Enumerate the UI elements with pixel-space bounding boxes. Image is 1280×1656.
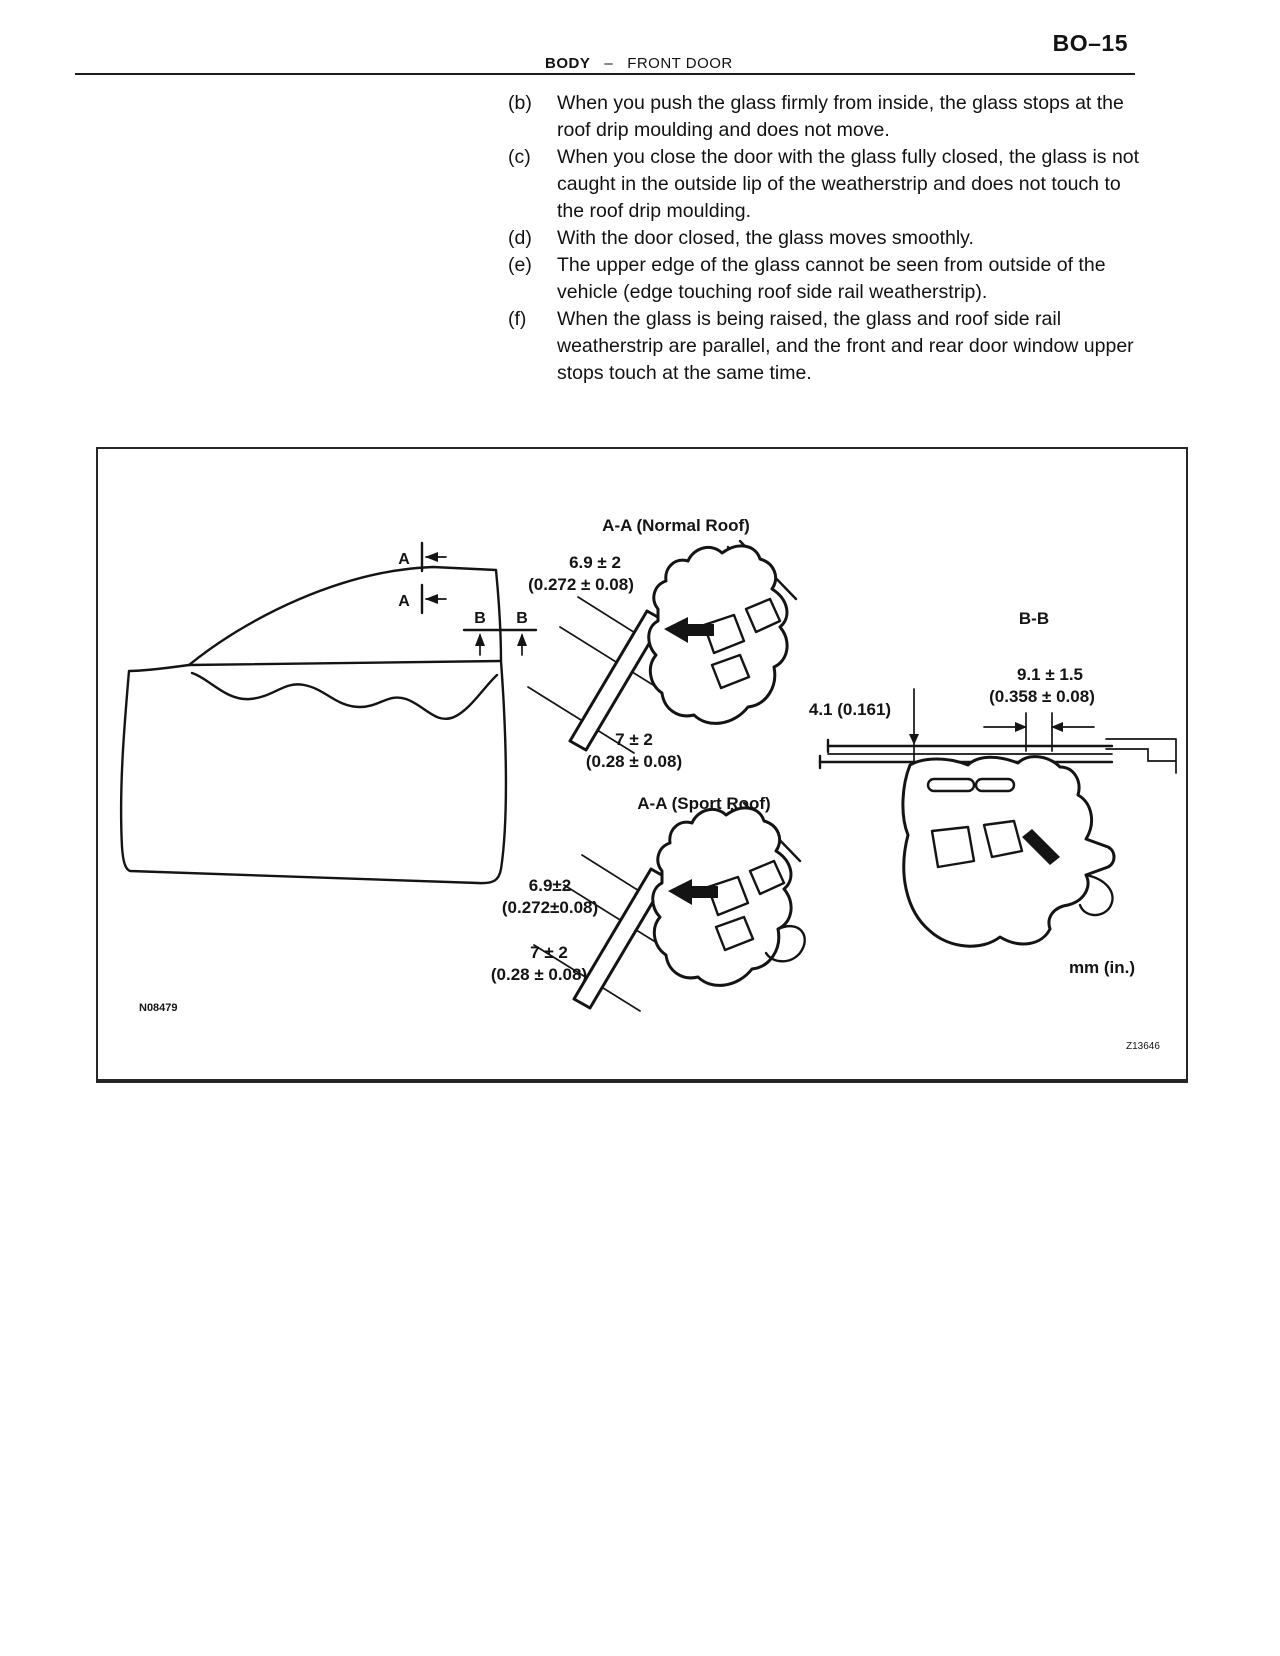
bb-dim-thickness: 4.1 (0.161) [809,700,891,719]
door-window-outline [187,565,503,667]
normal-roof-section: A-A (Normal Roof) 6.9 ± 2 (0.272 ± 0.08)… [527,516,798,771]
sport-witness-line-2 [563,884,671,952]
bb-glass-left-caps [818,738,830,770]
list-item-label: (e) [508,254,532,276]
bb-dim-width-in: (0.358 ± 0.08) [989,687,1095,706]
door-belt-line [187,659,503,667]
section-marker-a-bottom: A [398,583,447,615]
list-item-text: When the glass is being raised, the glas… [557,308,1134,384]
figure-code-left: N08479 [139,1002,178,1014]
header-rule [75,73,1135,75]
list-item-label: (d) [508,227,532,249]
normal-dim-top-mm: 6.9 ± 2 [569,553,621,572]
list-item-label: (f) [508,308,527,330]
units-note: mm (in.) [1069,958,1135,977]
normal-dim-bottom-mm: 7 ± 2 [615,730,653,749]
bb-title: B-B [1019,609,1049,628]
subsection-label: FRONT DOOR [627,55,733,72]
b-right-label: B [516,610,528,627]
bb-dim-width-mm: 9.1 ± 1.5 [1017,665,1083,684]
normal-witness-line-2 [559,626,667,694]
sport-dim-top-mm: 6.9±2 [529,876,571,895]
door-drawing: A A B B [119,541,538,885]
section-marker-a-top: A [398,541,447,573]
bb-width-arrow-right [1015,722,1027,732]
bb-roof-panel-lines [1105,738,1177,774]
normal-dim-bottom-in: (0.28 ± 0.08) [586,752,682,771]
sport-glass-strip [572,867,669,1010]
page-number: BO–15 [1052,30,1128,56]
instruction-list: (b) When you push the glass firmly from … [508,90,1140,387]
figure-code-right: Z13646 [1126,1041,1160,1052]
a-top-arrowhead [425,552,438,562]
door-body-outline [119,659,508,885]
a-top-label: A [398,551,410,568]
list-item-text: The upper edge of the glass cannot be se… [557,254,1106,303]
normal-weatherstrip-hole-2 [744,597,782,634]
sport-contact-arrow [668,879,718,905]
list-item-label: (b) [508,92,532,114]
bb-weatherstrip-clip [1022,829,1060,865]
bb-weatherstrip-slot-1 [926,777,976,793]
sport-dim-top-in: (0.272±0.08) [502,898,598,917]
bb-weatherstrip-hook [1078,873,1114,917]
figure-frame: A A B B [96,447,1188,1083]
a-bottom-arrowhead [425,594,438,604]
bb-thickness-arrow-down [909,734,919,745]
b-left-arrowhead [475,633,485,646]
normal-weatherstrip-hole-3 [710,653,751,690]
sport-weatherstrip-tail [764,924,806,963]
list-item: (b) When you push the glass firmly from … [508,90,1140,144]
bb-section: B-B 9.1 ± 1.5 (0.358 ± 0.08) 4.1 (0.161) [809,609,1177,948]
a-bottom-label: A [398,593,410,610]
list-item-label: (c) [508,146,531,168]
bb-width-arrow-left [1051,722,1063,732]
sport-dim-bottom-in: (0.28 ± 0.08) [491,965,587,984]
door-glass-break-line [190,671,499,720]
door-glass-adjustment-figure: A A B B [119,516,1177,1052]
list-item: (e) The upper edge of the glass cannot b… [508,252,1140,306]
sport-roof-section: A-A (Sport Roof) 6.9±2 (0.272±0.08) 7 ± … [491,794,806,1012]
sport-weatherstrip-hole-2 [748,859,786,896]
normal-roof-title: A-A (Normal Roof) [602,516,750,535]
section-dash: – [604,55,614,72]
section-marker-b: B B [462,610,538,656]
normal-contact-arrow [664,617,714,643]
bb-width-witness-lines [1025,712,1053,752]
list-item-text: When you close the door with the glass f… [557,146,1140,222]
b-right-arrowhead [517,633,527,646]
list-item: (c) When you close the door with the gla… [508,144,1140,225]
list-item-text: When you push the glass firmly from insi… [557,92,1124,141]
list-item-text: With the door closed, the glass moves sm… [557,227,974,249]
running-head: BODY–FRONT DOOR [545,55,733,72]
list-item: (d) With the door closed, the glass move… [508,225,1140,252]
list-item: (f) When the glass is being raised, the … [508,306,1140,387]
bb-weatherstrip-hole-2 [982,819,1024,859]
bb-weatherstrip-slot-2 [974,777,1016,793]
section-label: BODY [545,55,591,72]
normal-dim-top-in: (0.272 ± 0.08) [528,575,634,594]
sport-weatherstrip-hole-3 [714,915,755,952]
b-left-label: B [474,610,486,627]
bb-weatherstrip-hole-1 [930,825,976,869]
